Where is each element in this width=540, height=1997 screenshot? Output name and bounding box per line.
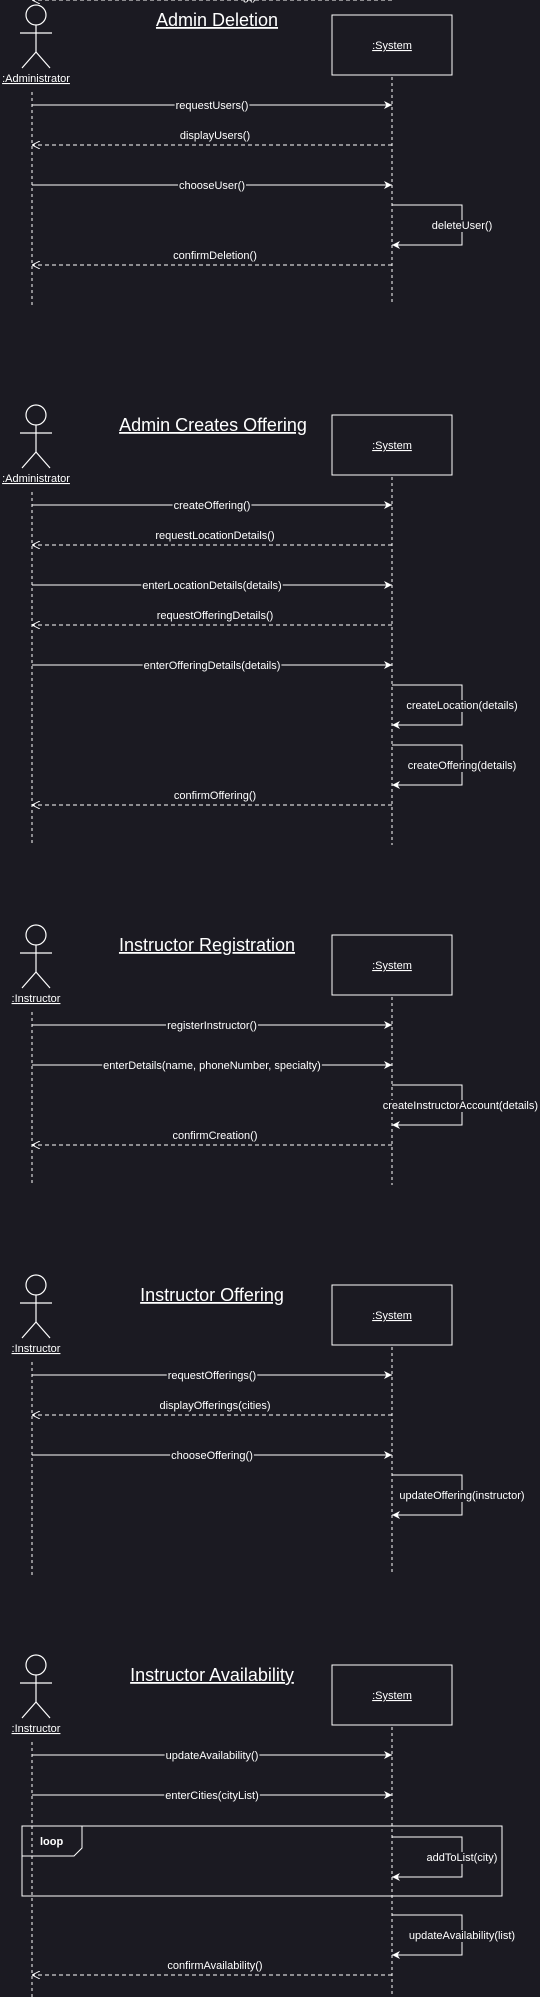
message-label: requestOfferingDetails() [157, 610, 274, 622]
diagram-5: Instructor Availability :Instructor :Syste… [12, 1654, 517, 1997]
actor-label: :Instructor [12, 1723, 61, 1735]
message-label: registerInstructor() [167, 1020, 257, 1032]
diagram-3: Instructor Registration :Instructor :Syste… [12, 924, 539, 1185]
message-label: chooseOffering() [171, 1450, 253, 1462]
message-label: deleteUser() [432, 220, 493, 232]
diagram-4: Instructor Offering :Instructor :System req… [12, 0, 526, 1575]
message-label: createLocation(details) [406, 700, 517, 712]
message-label: confirmAvailability() [167, 1960, 262, 1972]
diagram-title: Instructor Registration [119, 935, 295, 955]
actor-icon [20, 4, 52, 69]
message-label: updateAvailability() [166, 1750, 259, 1762]
message-label: createOffering() [174, 500, 251, 512]
system-box [331, 934, 453, 996]
system-box [331, 1284, 453, 1346]
diagram-title: Admin Deletion [156, 10, 278, 30]
message-label: enterDetails(name, phoneNumber, specialt… [103, 1060, 321, 1072]
message-label: enterLocationDetails(details) [142, 580, 281, 592]
message-label: createOffering(details) [408, 760, 517, 772]
message-label: confirmCreation() [173, 1130, 258, 1142]
actor-icon [20, 1654, 52, 1719]
diagram-title: Instructor Availability [130, 1665, 294, 1685]
system-label: :System [372, 960, 412, 972]
loop-frame-tab [22, 1826, 83, 1857]
system-label: :System [372, 1310, 412, 1322]
actor-icon [20, 404, 52, 469]
message-label: enterOfferingDetails(details) [144, 660, 281, 672]
diagram-title: Admin Creates Offering [119, 415, 307, 435]
system-label: :System [372, 1690, 412, 1702]
message-label: requestUsers() [176, 100, 249, 112]
actor-label: :Administrator [2, 473, 70, 485]
loop-label: loop [40, 1836, 63, 1848]
message-label: createInstructorAccount(details) [383, 1100, 538, 1112]
actor-icon [20, 1274, 52, 1339]
system-box [331, 414, 453, 476]
actor-icon [20, 924, 52, 989]
message-label: displayUsers() [180, 130, 250, 142]
actor-label: :Instructor [12, 993, 61, 1005]
message-label: displayOfferings(cities) [159, 1400, 270, 1412]
message-label: chooseUser() [179, 180, 245, 192]
actor-label: :Administrator [2, 73, 70, 85]
message-label: confirmOffering() [174, 790, 256, 802]
loop-frame [21, 1825, 503, 1897]
message-label: confirmDeletion() [173, 250, 257, 262]
diagram-title: Instructor Offering [140, 1285, 284, 1305]
diagram-2: Admin Creates Offering :Administrator :Sys… [2, 404, 519, 845]
system-box [331, 14, 453, 76]
message-label: addToList(city) [427, 1852, 498, 1864]
message-label: confirmOffering() [174, 0, 256, 3]
message-label: requestLocationDetails() [155, 530, 274, 542]
message-label: requestOfferings() [168, 1370, 256, 1382]
diagram-1: Admin Deletion :Administrator :System reque… [2, 4, 494, 305]
system-label: :System [372, 40, 412, 52]
system-box [331, 1664, 453, 1726]
message-label: updateAvailability(list) [409, 1930, 515, 1942]
message-label: updateOffering(instructor) [399, 1490, 524, 1502]
system-label: :System [372, 440, 412, 452]
message-label: enterCities(cityList) [165, 1790, 259, 1802]
actor-label: :Instructor [12, 1343, 61, 1355]
